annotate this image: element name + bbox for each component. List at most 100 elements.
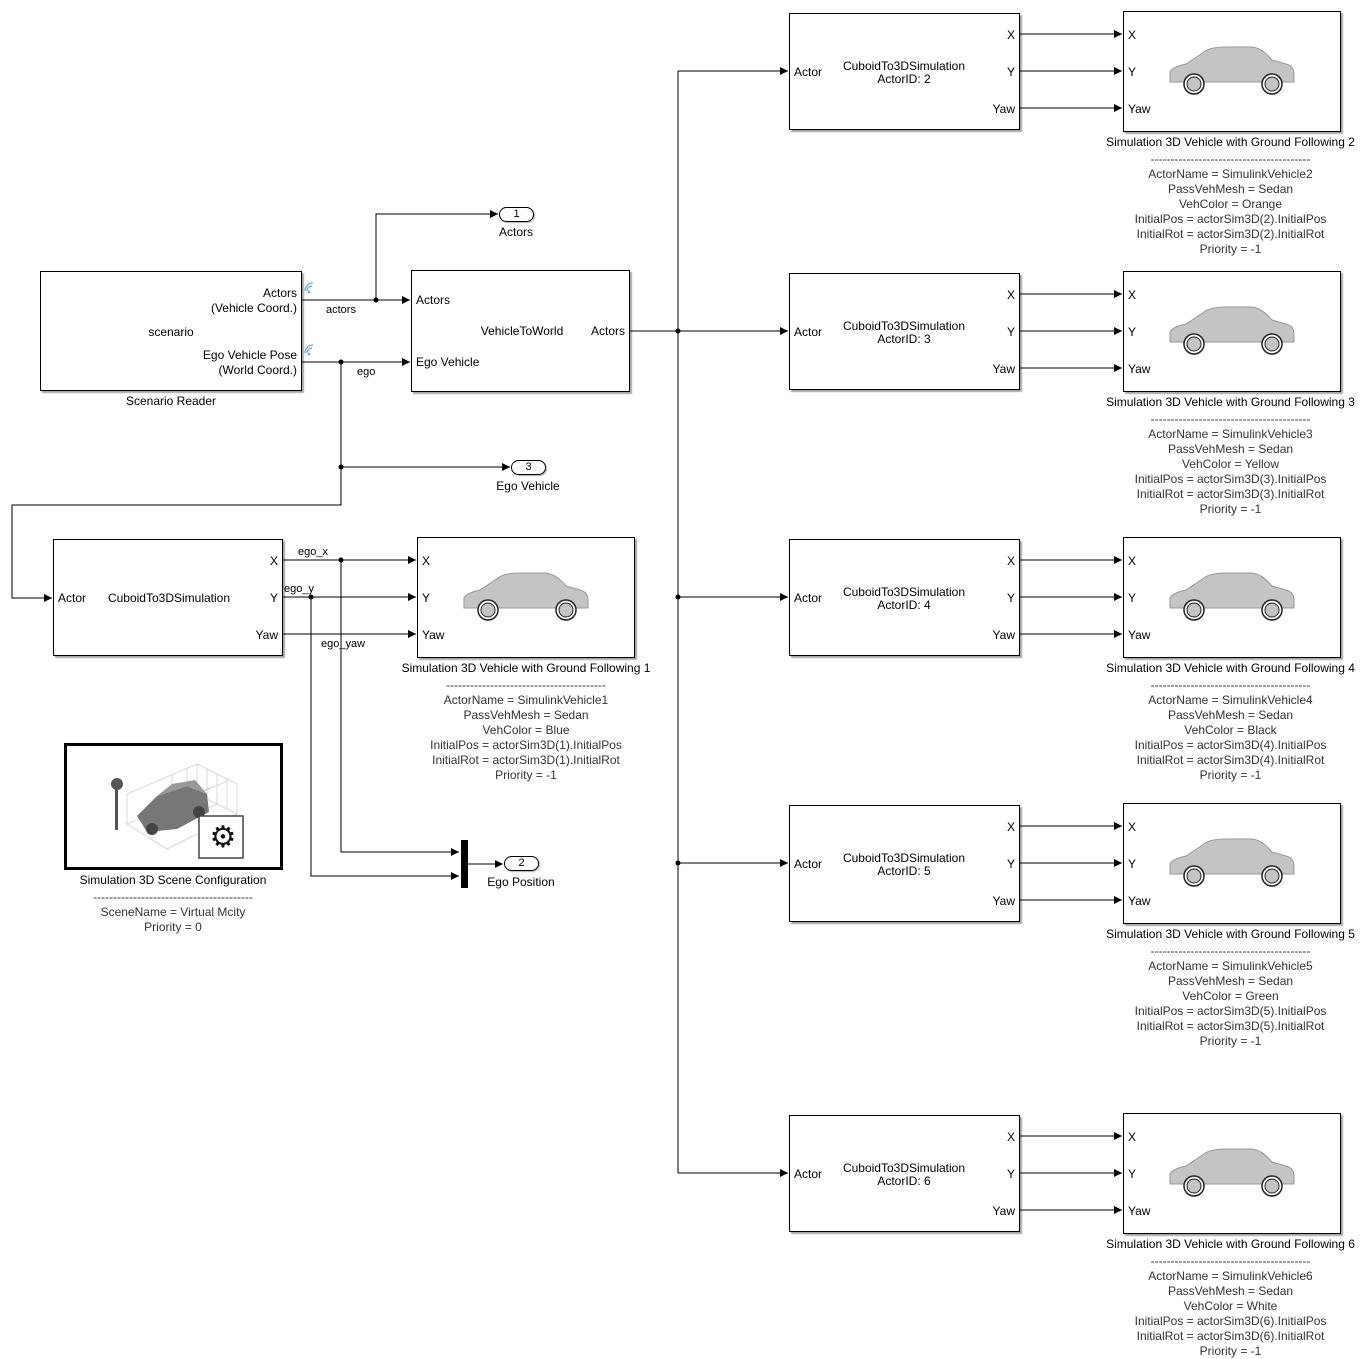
car-icon — [1169, 1148, 1295, 1197]
actor-sim-separator: ---------------------------------------- — [1150, 412, 1311, 426]
actor-sim-in-yaw-label: Yaw — [1128, 102, 1151, 116]
outport-2[interactable]: 2 — [504, 856, 539, 871]
car-icon — [1169, 838, 1295, 887]
signal-label-ego-yaw: ego_yaw — [321, 638, 366, 650]
actor-cuboid-title: CuboidTo3DSimulation — [842, 585, 966, 599]
wire-ego-x-to-mux — [340, 560, 459, 856]
actor-sim-caption: Simulation 3D Vehicle with Ground Follow… — [1106, 661, 1355, 675]
actor-cuboid-in-label: Actor — [794, 591, 823, 605]
actor-cuboid-out-yaw-label: Yaw — [992, 894, 1015, 908]
ego-sim-in-yaw-label: Yaw — [422, 628, 445, 642]
actor-cuboid-out-yaw-label: Yaw — [992, 362, 1015, 376]
actor-cuboid-out-x-label: X — [1006, 1130, 1015, 1144]
actor-cuboid-out-y-label: Y — [1006, 591, 1015, 605]
actor-sim-caption: Simulation 3D Vehicle with Ground Follow… — [1106, 395, 1355, 409]
actor-sim-in-x-label: X — [1128, 820, 1137, 834]
actor-cuboid-title: CuboidTo3DSimulation — [842, 851, 966, 865]
ego-cuboid-in-actor-label: Actor — [58, 591, 87, 605]
signal-label-ego-y: ego_y — [284, 583, 314, 595]
outport-2-label: Ego Position — [487, 875, 555, 889]
actor-sim-caption: Simulation 3D Vehicle with Ground Follow… — [1106, 1237, 1355, 1251]
3d-scene-car-icon — [111, 763, 244, 859]
actor-sim-in-x-label: X — [1128, 288, 1137, 302]
actor-cuboid-id: ActorID: 6 — [877, 1174, 931, 1188]
actor-sim-in-y-label: Y — [1128, 857, 1137, 871]
actor-cuboid-id: ActorID: 5 — [877, 864, 931, 878]
scenario-reader-out-actors-label: Actors — [262, 286, 297, 300]
vtw-out-actors-label: Actors — [590, 324, 625, 338]
actor-cuboid-id: ActorID: 2 — [877, 72, 931, 86]
actor-sim-in-y-label: Y — [1128, 65, 1137, 79]
actor-sim-caption: Simulation 3D Vehicle with Ground Follow… — [1106, 135, 1355, 149]
actor-cuboid-id: ActorID: 4 — [877, 598, 931, 612]
actor-cuboid-id: ActorID: 3 — [877, 332, 931, 346]
actor-cuboid-in-label: Actor — [794, 1167, 823, 1181]
ego-sim-separator: ---------------------------------------- — [446, 678, 606, 692]
scenario-reader-center-label: scenario — [148, 325, 194, 339]
scenario-reader-caption: Scenario Reader — [125, 394, 217, 408]
gear-icon: ⚙ — [209, 821, 237, 854]
ego-cuboid-out-yaw-label: Yaw — [255, 628, 278, 642]
actor-cuboid-out-y-label: Y — [1006, 65, 1015, 79]
actor-cuboid-in-label: Actor — [794, 325, 823, 339]
actor-sim-in-y-label: Y — [1128, 591, 1137, 605]
actor-cuboid-title: CuboidTo3DSimulation — [842, 319, 966, 333]
actor-sim-in-x-label: X — [1128, 28, 1137, 42]
signal-label-actors: actors — [326, 304, 356, 316]
wire-ego-y-to-mux — [310, 597, 459, 880]
actor-cuboid-out-x-label: X — [1006, 28, 1015, 42]
actor-vehicle-sim-block[interactable]: X Y Yaw — [1123, 11, 1341, 132]
actor-cuboid-in-label: Actor — [794, 65, 823, 79]
actor-sim-in-x-label: X — [1128, 1130, 1137, 1144]
ego-sim-params: ActorName = SimulinkVehicle1 PassVehMesh… — [430, 693, 622, 782]
outport-1[interactable]: 1 — [499, 207, 534, 222]
ego-sim-caption: Simulation 3D Vehicle with Ground Follow… — [401, 661, 651, 675]
actor-cuboid-title: CuboidTo3DSimulation — [842, 1161, 966, 1175]
car-icon — [1169, 306, 1295, 355]
scene-config-separator: ---------------------------------------- — [93, 890, 253, 904]
actor-cuboid-out-yaw-label: Yaw — [992, 628, 1015, 642]
outport-3[interactable]: 3 — [511, 460, 546, 475]
vehicle-to-world-block[interactable]: Actors VehicleToWorld Actors Ego Vehicle — [411, 270, 630, 392]
actor-vehicle-sim-block[interactable]: X Y Yaw — [1123, 1113, 1341, 1234]
scene-config-params: SceneName = Virtual Mcity Priority = 0 — [100, 905, 246, 934]
actor-cuboid-out-x-label: X — [1006, 820, 1015, 834]
mux-block[interactable] — [461, 840, 468, 888]
actor-cuboid-out-yaw-label: Yaw — [992, 1204, 1015, 1218]
wire-ego-to-ego-cuboid — [11, 467, 342, 602]
vtw-in-ego-label: Ego Vehicle — [416, 355, 480, 369]
actor-sim-in-yaw-label: Yaw — [1128, 628, 1151, 642]
ego-cuboid-out-y-label: Y — [269, 591, 278, 605]
actor-sim-caption: Simulation 3D Vehicle with Ground Follow… — [1106, 927, 1355, 941]
scenario-reader-block[interactable]: Actors (Vehicle Coord.) scenario Ego Veh… — [40, 271, 302, 391]
actor-sim-in-yaw-label: Yaw — [1128, 1204, 1151, 1218]
scene-config-caption: Simulation 3D Scene Configuration — [79, 873, 267, 887]
signal-label-ego: ego — [357, 366, 376, 378]
actor-sim-in-y-label: Y — [1128, 1167, 1137, 1181]
actor-cuboid-in-label: Actor — [794, 857, 823, 871]
wireless-signal-icon — [304, 282, 314, 294]
outport-3-label: Ego Vehicle — [496, 479, 560, 493]
car-icon — [1169, 572, 1295, 621]
actor-sim-separator: ---------------------------------------- — [1150, 944, 1311, 958]
scenario-reader-out-actors-sublabel: (Vehicle Coord.) — [210, 301, 297, 315]
ego-cuboid-block[interactable]: Actor CuboidTo3DSimulation X Y Yaw — [53, 539, 283, 656]
actor-sim-in-yaw-label: Yaw — [1128, 362, 1151, 376]
scene-config-block[interactable]: ⚙ — [64, 743, 283, 870]
vtw-in-actors-label: Actors — [416, 293, 451, 307]
actor-cuboid-out-y-label: Y — [1006, 857, 1015, 871]
ego-vehicle-sim-block[interactable]: X Y Yaw — [417, 537, 635, 658]
car-icon — [1169, 46, 1295, 95]
